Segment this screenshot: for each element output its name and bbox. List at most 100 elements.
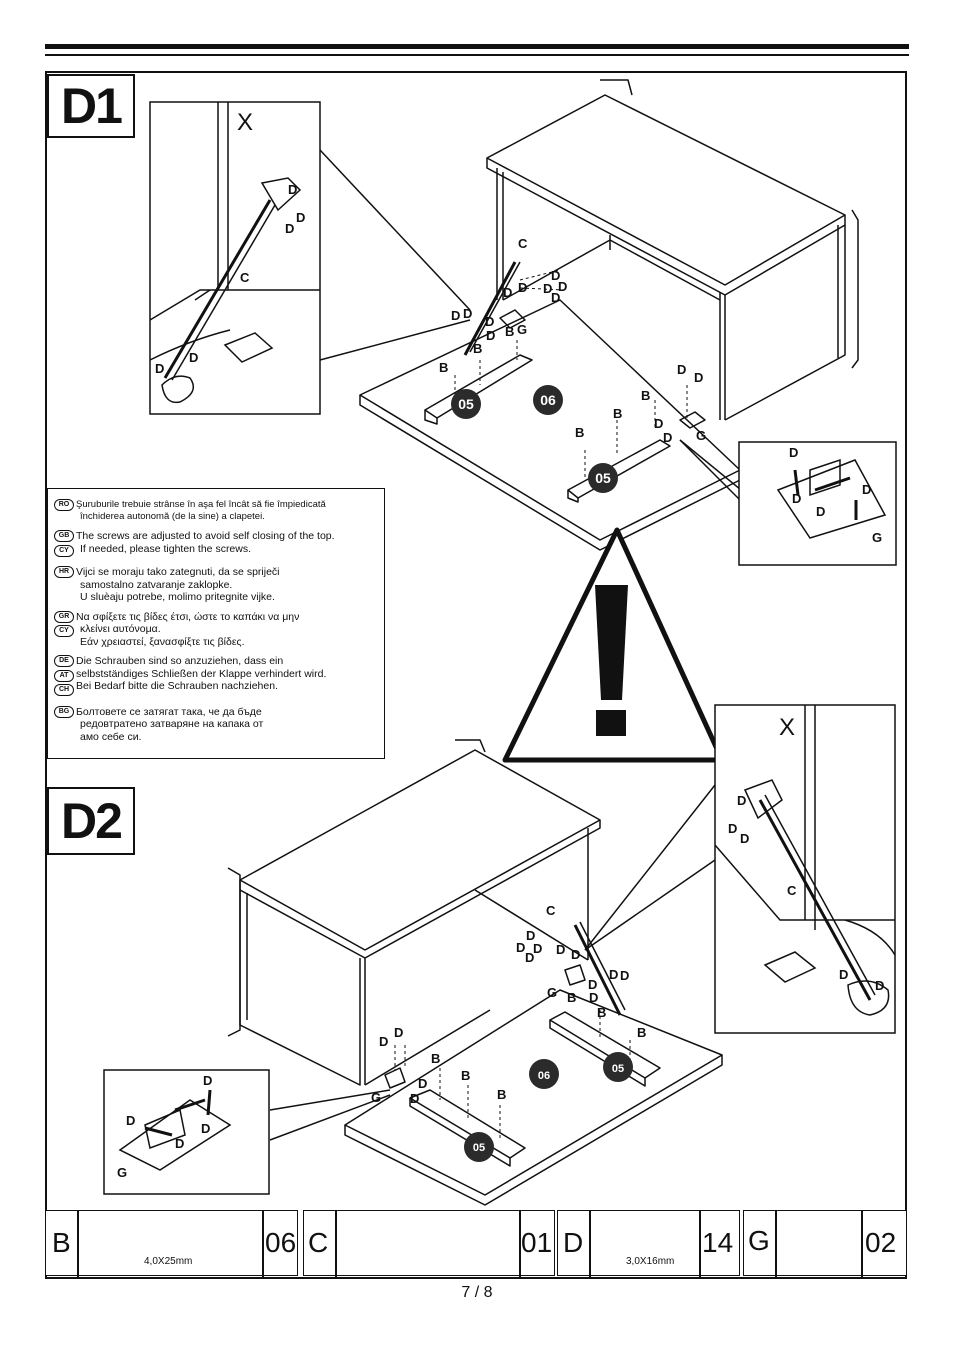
part-g: G 02 xyxy=(743,1210,907,1277)
part-b: B 4,0X25mm 06 xyxy=(45,1210,298,1277)
svg-text:D: D xyxy=(737,793,746,808)
note-line: închiderea autonomă (de la sine) a clape… xyxy=(80,511,265,522)
svg-text:D: D xyxy=(543,281,552,296)
svg-text:B: B xyxy=(439,360,448,375)
country-badge-ro: RO xyxy=(54,499,74,511)
divider xyxy=(699,1211,701,1277)
svg-text:B: B xyxy=(641,388,650,403)
country-badge-gr: GR xyxy=(54,610,74,623)
note-de: DE AT CH Die Schrauben sind so anzuziehe… xyxy=(54,655,378,699)
svg-text:D: D xyxy=(728,821,737,836)
svg-text:D: D xyxy=(451,308,460,323)
svg-text:D: D xyxy=(485,314,494,329)
part-letter: C xyxy=(308,1227,329,1258)
svg-text:B: B xyxy=(497,1087,506,1102)
svg-text:D: D xyxy=(418,1076,427,1091)
part-dimension: 3,0X16mm xyxy=(626,1256,675,1267)
part-count: 02 xyxy=(865,1227,897,1258)
svg-text:D: D xyxy=(394,1025,403,1040)
svg-text:B: B xyxy=(613,406,622,421)
header-rule-thin xyxy=(45,54,909,56)
svg-text:D: D xyxy=(740,831,749,846)
country-badge-de: DE xyxy=(54,655,74,667)
svg-text:D: D xyxy=(654,416,663,431)
svg-text:D: D xyxy=(589,990,598,1005)
step-label-d1: D1 xyxy=(47,74,135,138)
svg-text:G: G xyxy=(872,530,882,545)
country-badge-cy: CY xyxy=(54,625,74,637)
svg-text:B: B xyxy=(567,990,576,1005)
divider xyxy=(861,1211,863,1277)
note-line: The screws are adjusted to avoid self cl… xyxy=(76,530,335,542)
svg-text:D: D xyxy=(516,940,525,955)
svg-text:B: B xyxy=(431,1051,440,1066)
svg-text:B: B xyxy=(505,324,514,339)
svg-text:D: D xyxy=(203,1073,212,1088)
note-line: If needed, please tighten the screws. xyxy=(80,542,252,555)
svg-text:D: D xyxy=(296,210,305,225)
svg-text:D: D xyxy=(792,491,801,506)
note-line: Να σφίξετε τις βίδες έτσι, ώστε το καπάκ… xyxy=(76,610,300,623)
svg-text:D: D xyxy=(410,1091,419,1106)
svg-text:D: D xyxy=(839,967,848,982)
note-ro: RO Şuruburile trebuie strânse în aşa fel… xyxy=(54,499,378,523)
svg-text:D: D xyxy=(556,942,565,957)
svg-text:D: D xyxy=(862,482,871,497)
svg-text:D: D xyxy=(503,285,512,300)
note-gb: GB CY The screws are adjusted to avoid s… xyxy=(54,530,378,559)
note-line: selbstständiges Schließen der Klappe ver… xyxy=(76,667,327,680)
svg-text:D: D xyxy=(518,280,527,295)
svg-text:D: D xyxy=(816,504,825,519)
country-badge-hr: HR xyxy=(54,566,74,578)
note-line: редовтратено затваряне на капака от xyxy=(80,718,264,730)
svg-text:D: D xyxy=(155,361,164,376)
svg-text:D: D xyxy=(609,967,618,982)
country-badge-cy: CY xyxy=(54,544,74,557)
part-letter: B xyxy=(52,1227,71,1258)
note-line: Болтовете се затягат така, че да бъде xyxy=(76,705,262,718)
svg-text:G: G xyxy=(371,1090,381,1105)
note-line: U sluèaju potrebe, molimo pritegnite vij… xyxy=(80,591,275,603)
note-line: κλείνει αυτόνομα. xyxy=(80,623,161,635)
svg-text:G: G xyxy=(117,1165,127,1180)
note-line: Vijci se moraju tako zategnuti, da se sp… xyxy=(76,566,280,578)
svg-text:B: B xyxy=(461,1068,470,1083)
svg-text:06: 06 xyxy=(540,392,556,408)
multilingual-notes: RO Şuruburile trebuie strânse în aşa fel… xyxy=(47,488,385,759)
svg-text:C: C xyxy=(240,270,250,285)
svg-text:D: D xyxy=(875,978,884,993)
svg-text:D: D xyxy=(588,977,597,992)
note-gr: GR CY Να σφίξετε τις βίδες έτσι, ώστε το… xyxy=(54,610,378,649)
instruction-frame xyxy=(45,71,907,1279)
note-line: Şuruburile trebuie strânse în aşa fel în… xyxy=(76,499,326,510)
parts-list: B 4,0X25mm 06 C 01 D 3,0X16mm 14 G 02 xyxy=(45,1210,907,1278)
svg-text:B: B xyxy=(473,341,482,356)
svg-text:05: 05 xyxy=(473,1142,485,1154)
country-badge-gb: GB xyxy=(54,530,74,542)
svg-text:B: B xyxy=(637,1025,646,1040)
note-line: Die Schrauben sind so anzuziehen, dass e… xyxy=(76,655,284,667)
part-letter: D xyxy=(563,1227,584,1258)
page-number: 7 / 8 xyxy=(461,1284,493,1301)
svg-text:D: D xyxy=(620,968,629,983)
svg-text:D: D xyxy=(789,445,798,460)
part-letter: G xyxy=(748,1225,770,1256)
divider xyxy=(519,1211,521,1277)
svg-text:D: D xyxy=(288,182,297,197)
svg-text:D: D xyxy=(533,941,542,956)
svg-text:D: D xyxy=(677,362,686,377)
svg-text:D: D xyxy=(551,268,560,283)
svg-text:05: 05 xyxy=(458,396,474,412)
svg-text:X: X xyxy=(779,714,795,741)
divider xyxy=(262,1211,264,1277)
note-bg: BG Болтовете се затягат така, че да бъде… xyxy=(54,705,378,744)
svg-text:D: D xyxy=(486,328,495,343)
note-line: Bei Bedarf bitte die Schrauben nachziehe… xyxy=(76,680,278,692)
country-badge-ch: CH xyxy=(54,684,74,696)
svg-text:C: C xyxy=(546,903,556,918)
svg-text:B: B xyxy=(597,1005,606,1020)
svg-text:D: D xyxy=(285,221,294,236)
divider xyxy=(77,1211,79,1277)
part-d: D 3,0X16mm 14 xyxy=(557,1210,740,1277)
header-rule-thick xyxy=(45,44,909,49)
